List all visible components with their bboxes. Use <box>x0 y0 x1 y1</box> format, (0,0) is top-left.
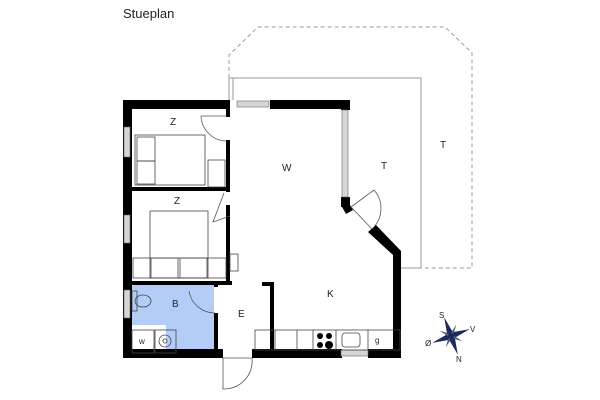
label-fridge: g <box>375 336 379 345</box>
compass-o: Ø <box>425 339 431 348</box>
compass-v: V <box>470 325 476 334</box>
compass-icon <box>432 317 470 355</box>
room-label-terrace-outer: T <box>440 140 446 151</box>
windows <box>123 100 369 357</box>
room-label-kitchen: K <box>327 289 334 300</box>
room-label-bathroom: B <box>172 299 179 310</box>
plan-title: Stueplan <box>123 6 175 21</box>
compass-s: S <box>439 311 444 320</box>
doors <box>188 115 382 390</box>
room-label-terrace-inner: T <box>381 161 387 172</box>
room-label-entrance: E <box>238 309 245 320</box>
terrace-outline <box>228 26 473 269</box>
room-label-bedroom-2: Z <box>174 196 180 207</box>
room-label-living: W <box>282 163 292 174</box>
room-label-bedroom-1: Z <box>170 117 176 128</box>
compass-n: N <box>456 355 462 364</box>
label-washer: w <box>138 337 145 346</box>
stove <box>317 333 333 349</box>
furniture <box>131 134 401 354</box>
